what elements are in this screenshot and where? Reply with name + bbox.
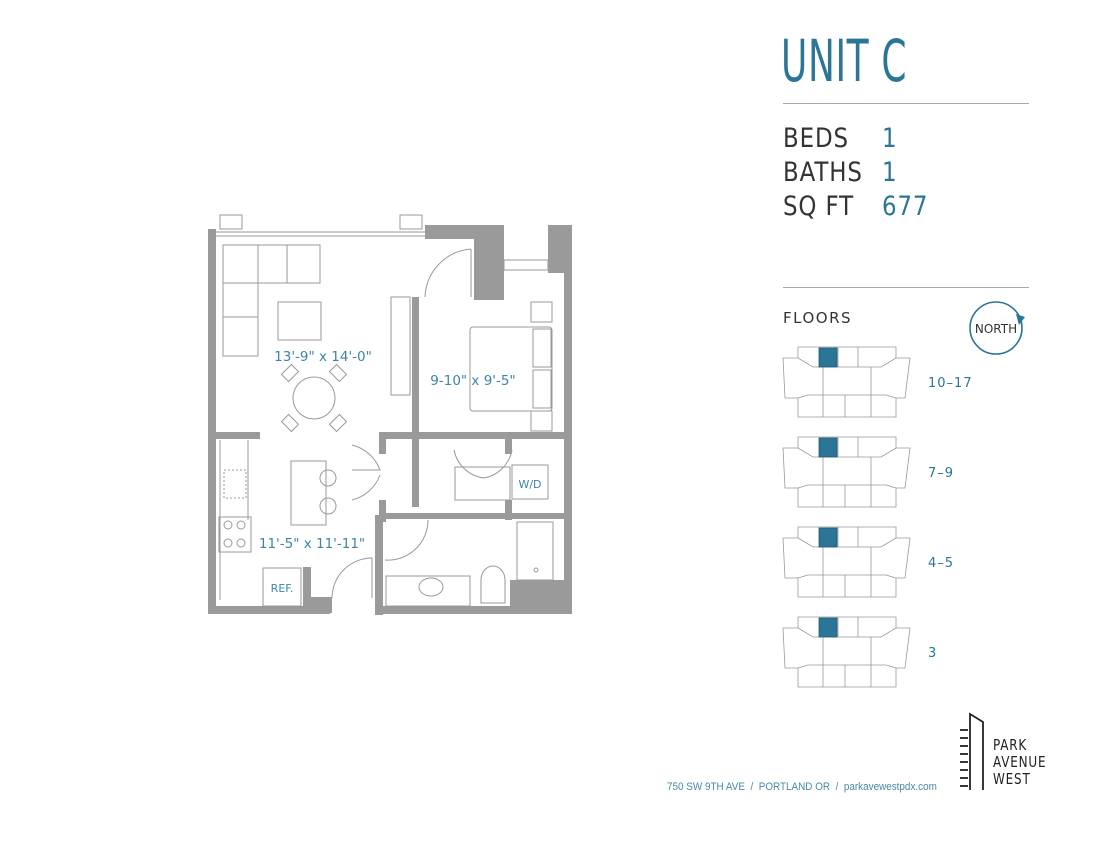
sqft-label: SQ FT <box>783 191 855 222</box>
floor-plate-3 <box>782 616 911 688</box>
beds-value: 1 <box>882 123 898 154</box>
floor-plate-outline <box>782 436 911 508</box>
walls <box>208 225 572 615</box>
wd-label: W/D <box>518 478 541 491</box>
unit-title: UNIT C <box>781 27 908 95</box>
floor-plate-2 <box>782 526 911 598</box>
floor-plate-outline <box>782 616 911 688</box>
unit-highlight <box>818 527 838 548</box>
bedroom-dimensions: 9-10" x 9'-5" <box>430 373 515 389</box>
floor-plate-0 <box>782 346 911 418</box>
unit-highlight <box>818 617 838 638</box>
address: 750 SW 9TH AVE <box>667 781 745 793</box>
park-avenue-west-logo <box>960 712 984 790</box>
floor-label-10-17: 10–17 <box>928 376 973 391</box>
logo-line: AVENUE <box>993 753 1047 771</box>
ref-label: REF. <box>271 582 294 595</box>
north-compass-icon: NORTH <box>969 301 1025 355</box>
north-label: NORTH <box>975 322 1017 336</box>
divider <box>783 287 1029 288</box>
logo-line: WEST <box>993 770 1031 788</box>
floor-plate-outline <box>782 526 911 598</box>
floor-label-3: 3 <box>928 646 938 661</box>
footer-address: 750 SW 9TH AVE / PORTLAND OR / parkavewe… <box>667 781 937 794</box>
website-link[interactable]: parkavewestpdx.com <box>843 781 937 793</box>
city: PORTLAND OR <box>758 781 831 793</box>
separator: / <box>750 781 754 793</box>
floor-plate-1 <box>782 436 911 508</box>
baths-value: 1 <box>882 157 898 188</box>
floors-heading: FLOORS <box>783 309 853 327</box>
kitchen-dimensions: 11'-5" x 11'-11" <box>259 536 365 552</box>
logo-line: PARK <box>993 736 1028 754</box>
logo-text: PARK AVENUE WEST <box>993 737 1046 788</box>
unit-highlight <box>818 437 838 458</box>
sqft-value: 677 <box>882 191 929 222</box>
beds-label: BEDS <box>783 123 849 154</box>
living-room-dimensions: 13'-9" x 14'-0" <box>274 349 372 365</box>
unit-highlight <box>818 347 838 368</box>
floor-label-7-9: 7–9 <box>928 466 955 481</box>
fixtures <box>216 214 554 607</box>
separator: / <box>835 781 839 793</box>
baths-label: BATHS <box>783 157 863 188</box>
divider <box>783 103 1029 104</box>
floor-plate-outline <box>782 346 911 418</box>
floor-label-4-5: 4–5 <box>928 556 955 571</box>
